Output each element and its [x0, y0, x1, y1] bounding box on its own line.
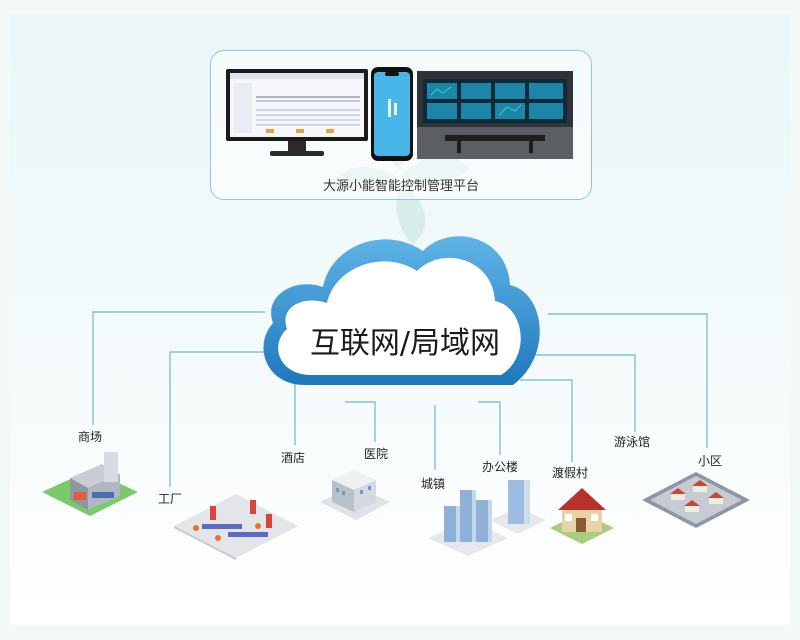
node-label-town: 城镇	[421, 477, 446, 491]
desktop-monitor-icon	[226, 69, 368, 156]
platform-title: 大源小能智能控制管理平台	[322, 179, 479, 194]
node-label-resort: 渡假村	[552, 466, 589, 480]
node-label-factory: 工厂	[158, 492, 183, 506]
town-buildings-icon	[428, 490, 508, 556]
node-label-community: 小区	[698, 454, 723, 468]
node-label-hotel: 酒店	[281, 451, 306, 465]
hospital-building-icon	[320, 470, 390, 520]
mobile-phone-icon	[371, 67, 413, 161]
cloud-label: 互联网/局域网	[310, 326, 500, 361]
network-cloud: 互联网/局域网	[263, 236, 540, 385]
management-platform: 大源小能智能控制管理平台	[210, 50, 592, 200]
factory-icon	[174, 494, 298, 560]
node-label-hospital: 医院	[364, 447, 389, 461]
mall-building-icon	[42, 452, 138, 516]
office-building-icon	[490, 480, 546, 534]
node-label-office: 办公楼	[482, 460, 519, 474]
community-houses-icon	[642, 472, 750, 528]
control-room-icon	[417, 71, 573, 159]
node-label-pool: 游泳馆	[614, 435, 651, 449]
resort-house-icon	[550, 488, 614, 544]
node-label-mall: 商场	[78, 430, 103, 444]
